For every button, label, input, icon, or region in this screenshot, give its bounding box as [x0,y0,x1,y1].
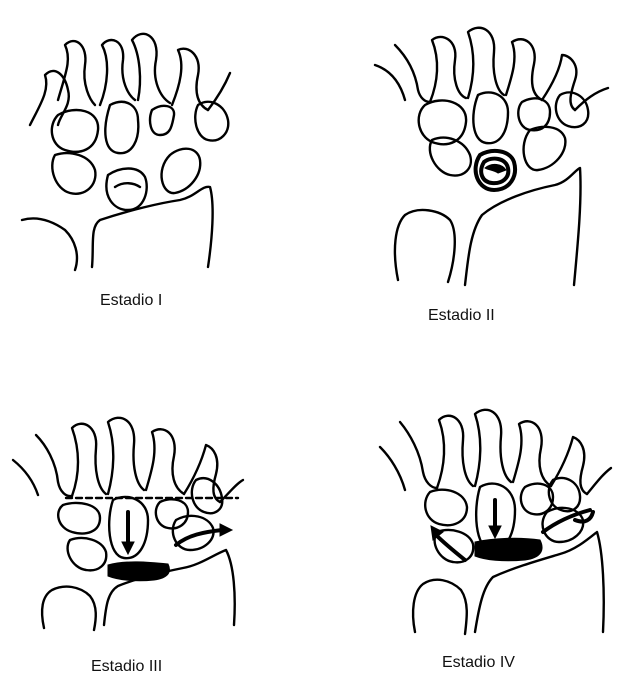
stage-1-radius-ulna [22,187,213,270]
stage-2-lunate-lesion [476,151,515,190]
stage-3-metacarpals [13,418,243,502]
stage-1-metacarpals [30,34,230,125]
stage-3-carpal-bones [58,478,222,570]
stage-1-caption: Estadio I [100,292,162,310]
stage-4-panel [375,392,615,642]
stage-2-wrist-drawing [370,10,615,295]
stage-3-panel [8,400,253,635]
stage-2-radius-ulna [395,168,581,285]
stage-1-panel [20,5,280,275]
stage-4-wrist-drawing [375,392,615,642]
stage-2-panel [370,10,615,295]
stage-2-caption: Estadio II [428,307,495,325]
stage-3-caption: Estadio III [91,658,162,676]
stage-4-metacarpals [380,410,611,494]
stage-1-carpal-bones [52,102,228,210]
stage-1-wrist-drawing [20,5,280,275]
stage-2-metacarpals [375,28,608,110]
stage-3-wrist-drawing [8,400,253,635]
stage-4-caption: Estadio IV [442,654,515,672]
